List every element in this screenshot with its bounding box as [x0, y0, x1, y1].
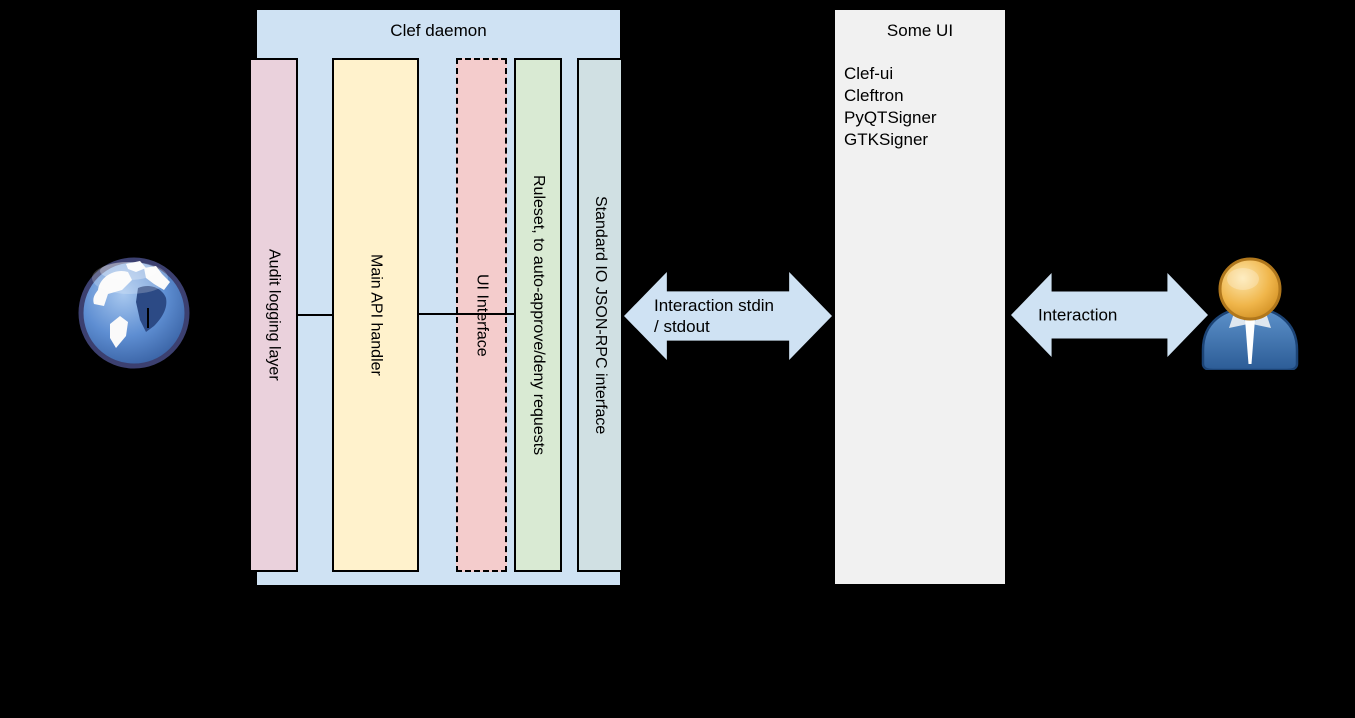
connector-line-left-segment: [298, 314, 332, 316]
stdio-arrow-label-line2: / stdout: [654, 317, 710, 336]
user-icon: [1201, 257, 1299, 370]
stdio-arrow-label: Interaction stdin / stdout: [654, 295, 774, 337]
connector-line-right-segment: [419, 313, 514, 315]
bar-audit-label: Audit logging layer: [265, 249, 283, 381]
bar-ui-interface: UI Interface: [456, 58, 507, 572]
bar-api-label: Main API handler: [367, 254, 385, 376]
user-arrow-label: Interaction: [1038, 305, 1118, 325]
some-ui-item: GTKSigner: [844, 130, 929, 149]
some-ui-item: Clef-ui: [844, 64, 894, 83]
some-ui-list: Clef-ui Cleftron PyQTSigner GTKSigner: [844, 63, 1005, 151]
stdio-interaction-arrow: Interaction stdin / stdout: [624, 272, 832, 360]
clef-daemon-box: Clef daemon: [255, 8, 622, 587]
bar-stdio-label: Standard IO JSON-RPC interface: [592, 195, 609, 435]
stdio-arrow-label-line1: Interaction stdin: [654, 296, 775, 315]
bar-ruleset: Ruleset, to auto-approve/deny requests: [514, 58, 562, 572]
some-ui-title: Some UI: [886, 21, 954, 40]
some-ui-item: PyQTSigner: [844, 108, 937, 127]
bar-audit-logging-layer: Audit logging layer: [249, 58, 298, 572]
globe-connector-tick: [147, 308, 149, 328]
some-ui-item: Cleftron: [844, 86, 904, 105]
some-ui-box: Some UI Clef-ui Cleftron PyQTSigner GTKS…: [833, 8, 1007, 586]
globe-icon: [78, 257, 190, 369]
user-interaction-arrow: Interaction: [1011, 273, 1208, 357]
bar-stdio-json-rpc-interface: Standard IO JSON-RPC interface: [577, 58, 623, 572]
bar-ruleset-label: Ruleset, to auto-approve/deny requests: [530, 174, 547, 456]
bar-main-api-handler: Main API handler: [332, 58, 419, 572]
clef-daemon-title: Clef daemon: [390, 21, 487, 40]
